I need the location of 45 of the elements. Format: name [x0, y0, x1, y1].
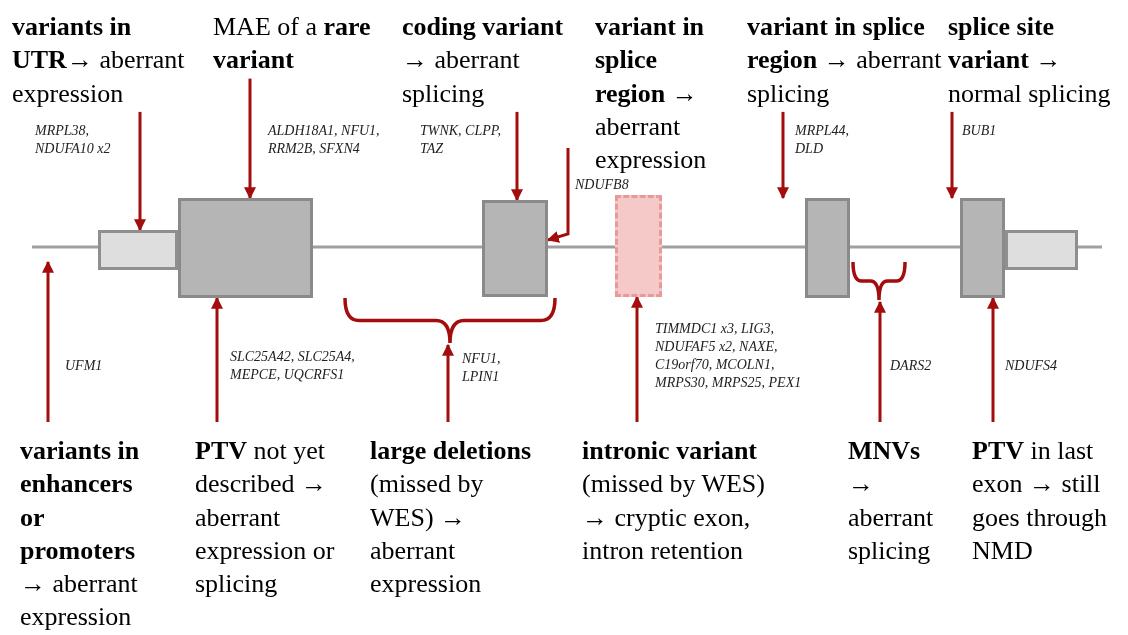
variant-description: large deletions (missed by WES) → aberrant expression [370, 434, 550, 601]
arrow [631, 295, 643, 422]
arrow [134, 111, 146, 232]
arrow [546, 148, 570, 243]
variant-description: variants in UTR→ aberrant expression [12, 10, 204, 110]
arrow [511, 111, 523, 202]
gene-list: MRPL44, DLD [795, 122, 875, 158]
gene-list: NDUFS4 [1005, 357, 1075, 375]
gene-list: MRPL38, NDUFA10 x2 [35, 122, 135, 158]
variant-description: variant in splice region → aberrant expression [595, 10, 725, 177]
gene-list: NDUFB8 [575, 176, 645, 194]
variant-description: MNVs → aberrant splicing [848, 434, 948, 568]
arrow [442, 343, 454, 422]
exon-box [960, 198, 1005, 298]
variant-description: coding variant → aberrant splicing [402, 10, 582, 110]
cryptic-exon-box [615, 195, 662, 297]
gene-list: SLC25A42, SLC25A4, MEPCE, UQCRFS1 [230, 348, 365, 384]
gene-list: BUB1 [962, 122, 1022, 140]
gene-list: TWNK, CLPP, TAZ [420, 122, 512, 158]
variant-description: PTV not yet described → aberrant expression or splicing [195, 434, 357, 601]
utr-box [98, 230, 178, 270]
variant-description: variants in enhancers or promoters → aberrant expression [20, 434, 158, 634]
utr-box [1005, 230, 1078, 270]
curly-bracket [343, 298, 557, 345]
arrow [987, 296, 999, 422]
arrow [874, 300, 886, 422]
exon-box [178, 198, 313, 298]
variant-description: PTV in last exon → still goes through NMD [972, 434, 1112, 568]
gene-list: UFM1 [65, 357, 125, 375]
arrow [777, 111, 789, 200]
variant-description: variant in splice region → aberrant splicing [747, 10, 945, 110]
exon-box [805, 198, 850, 298]
variant-description: intronic variant (missed by WES) → cryptic exon, intron retention [582, 434, 797, 568]
variant-description: MAE of a rare variant [213, 10, 398, 77]
variant-description: splice site variant → normal splicing [948, 10, 1128, 110]
gene-list: ALDH18A1, NFU1, RRM2B, SFXN4 [268, 122, 408, 158]
arrow [946, 111, 958, 200]
arrow [244, 78, 256, 200]
gene-list: NFU1, LPIN1 [462, 350, 522, 386]
arrow [211, 296, 223, 422]
gene-list: DARS2 [890, 357, 950, 375]
gene-list: TIMMDC1 x3, LIG3, NDUFAF5 x2, NAXE, C19orf70, MCOLN1, MRPS30, MRPS25, PEX1 [655, 320, 830, 392]
curly-bracket [851, 262, 907, 302]
arrow [42, 260, 54, 422]
exon-box [482, 200, 548, 297]
